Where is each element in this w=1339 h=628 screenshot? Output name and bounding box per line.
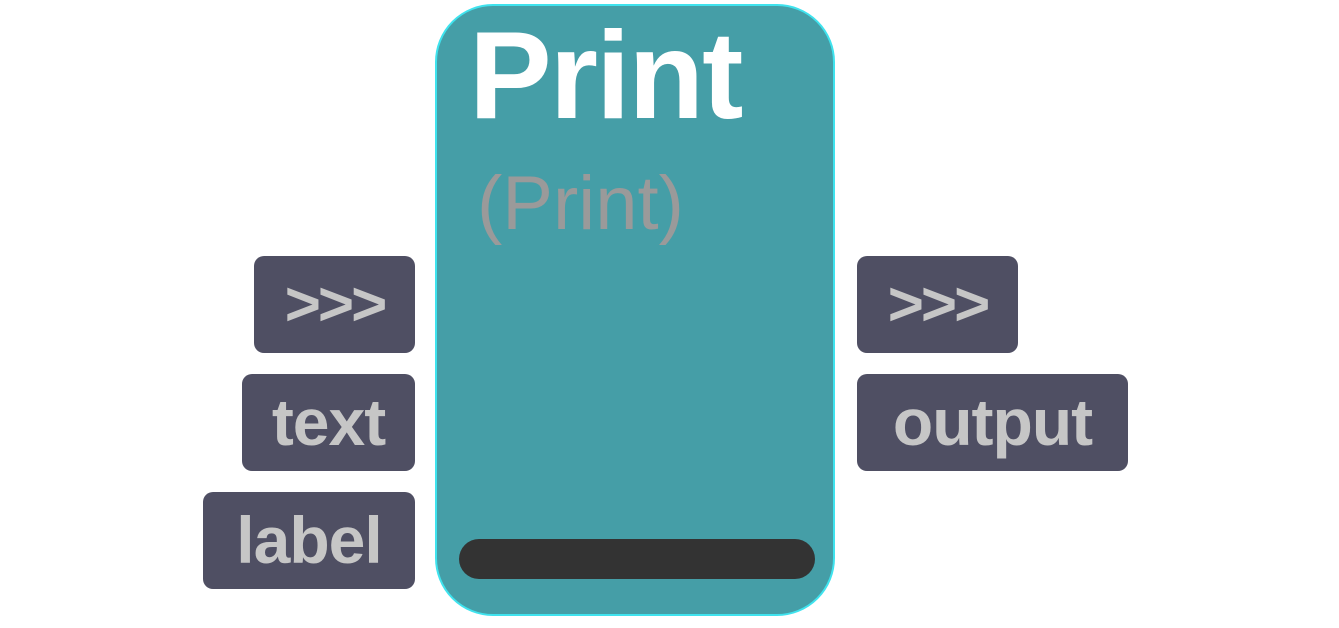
input-port-exec-label: >>> — [284, 270, 388, 339]
print-node[interactable]: Print (Print) — [435, 4, 835, 616]
node-footer-bar — [459, 539, 815, 579]
input-port-text-label: text — [271, 385, 386, 459]
output-port-exec-label: >>> — [887, 270, 991, 339]
input-port-label[interactable]: label — [203, 492, 415, 589]
input-port-exec[interactable]: >>> — [254, 256, 415, 353]
node-subtitle: (Print) — [477, 161, 684, 246]
output-port-exec[interactable]: >>> — [857, 256, 1018, 353]
input-port-text[interactable]: text — [242, 374, 415, 471]
output-port-output[interactable]: output — [857, 374, 1128, 471]
output-port-output-label: output — [892, 385, 1093, 459]
node-title: Print — [469, 7, 743, 145]
input-port-label-label: label — [236, 503, 382, 577]
